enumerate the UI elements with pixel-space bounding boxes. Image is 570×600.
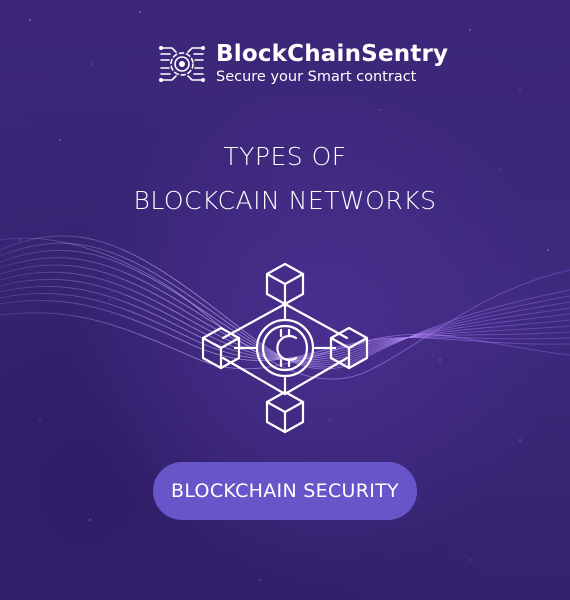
top-block-icon	[265, 262, 305, 306]
blockchain-security-button[interactable]: BLOCKCHAIN SECURITY	[153, 462, 417, 520]
blockchain-security-button-label: BLOCKCHAIN SECURITY	[171, 480, 399, 502]
brand-logo[interactable]: BlockChainSentry Secure your Smart contr…	[158, 40, 448, 88]
brand-tagline: Secure your Smart contract	[216, 69, 417, 86]
blockchain-network-icon	[201, 262, 369, 434]
headline-line-2: BLOCKCAIN NETWORKS	[133, 186, 437, 215]
headline-line-1: TYPES OF	[223, 142, 347, 171]
brand-name: BlockChainSentry	[216, 41, 449, 68]
circuit-shield-icon	[158, 46, 205, 82]
brand-text: BlockChainSentry Secure your Smart contr…	[216, 43, 448, 85]
